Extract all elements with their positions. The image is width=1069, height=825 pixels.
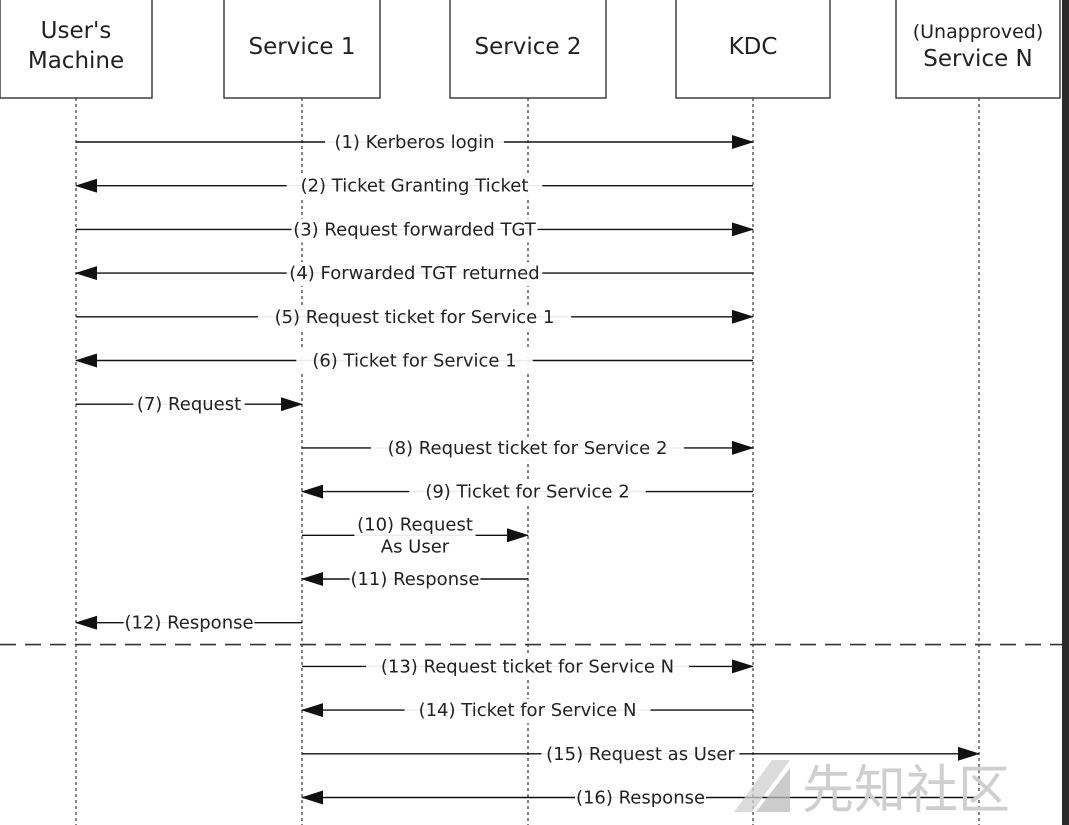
message-label: (3) Request forwarded TGT — [293, 219, 537, 240]
message-7: (7) Request — [76, 393, 303, 418]
participant-label: Service N — [923, 46, 1033, 72]
message-label: (12) Response — [124, 613, 253, 634]
message-14: (14) Ticket for Service N — [301, 699, 753, 724]
message-label: (6) Ticket for Service 1 — [312, 351, 516, 372]
message-label-bg — [286, 174, 543, 199]
message-label: (2) Ticket Granting Ticket — [301, 176, 529, 197]
participant-box — [223, 0, 381, 99]
message-label: (13) Request ticket for Service N — [381, 656, 674, 677]
message-label: (4) Forwarded TGT returned — [289, 263, 539, 284]
watermark-text: 先知社区 — [802, 761, 1010, 821]
message-label: (5) Request ticket for Service 1 — [275, 307, 555, 328]
participant-label: Service 2 — [475, 34, 582, 60]
message-11: (11) Response — [301, 568, 528, 592]
participant-box — [895, 0, 1061, 99]
participant-label: Service 1 — [249, 34, 356, 60]
message-label-bg — [296, 349, 533, 374]
message-label-bg — [133, 393, 245, 418]
participant-kdc: KDC — [675, 0, 831, 99]
message-label-bg — [370, 436, 685, 461]
message-label: (11) Response — [350, 569, 479, 590]
watermark: 先知社区 — [734, 760, 1010, 821]
message-label-bg — [257, 305, 572, 330]
message-13: (13) Request ticket for Service N — [302, 655, 754, 680]
message-16: (16) Response — [301, 786, 979, 811]
participant-box — [449, 0, 607, 99]
participant-service-1: Service 1 — [223, 0, 381, 99]
right-edge-bar — [1062, 0, 1069, 825]
message-2: (2) Ticket Granting Ticket — [75, 174, 753, 199]
participant-box — [675, 0, 831, 99]
participant-label: Machine — [28, 48, 124, 74]
message-label-bg — [349, 568, 481, 592]
participant-label: KDC — [729, 34, 778, 60]
message-label-bg — [404, 699, 651, 724]
message-label: (15) Request as User — [546, 744, 735, 765]
message-8: (8) Request ticket for Service 2 — [302, 436, 754, 461]
message-9: (9) Ticket for Service 2 — [301, 480, 753, 505]
message-label: (14) Ticket for Service N — [419, 700, 637, 721]
participant-box — [0, 0, 153, 99]
participant-label: User's — [41, 18, 112, 44]
message-label-bg — [325, 131, 504, 155]
message-label: (9) Ticket for Service 2 — [425, 482, 629, 503]
message-label: (8) Request ticket for Service 2 — [388, 438, 668, 459]
message-label-bg — [409, 480, 646, 505]
message-label-bg — [575, 786, 706, 811]
messages: (1) Kerberos login (2) Ticket Granting Ti… — [75, 131, 980, 811]
message-label: (16) Response — [576, 788, 705, 809]
message-6: (6) Ticket for Service 1 — [75, 349, 753, 374]
participant-label: (Unapproved) — [913, 21, 1044, 43]
message-1: (1) Kerberos login — [76, 131, 754, 155]
message-3: (3) Request forwarded TGT — [76, 218, 754, 243]
message-label-bg — [354, 513, 476, 560]
message-label: (7) Request — [137, 394, 241, 415]
participant-unapproved-service-n: (Unapproved) Service N — [895, 0, 1061, 99]
message-label: (1) Kerberos login — [334, 132, 494, 153]
participant-service-2: Service 2 — [449, 0, 607, 99]
message-label-bg — [286, 262, 543, 287]
message-label-bg — [541, 742, 740, 767]
message-label-bg — [366, 655, 689, 680]
message-12: (12) Response — [75, 611, 302, 636]
message-5: (5) Request ticket for Service 1 — [76, 305, 754, 330]
watermark-logo-icon — [734, 760, 790, 812]
message-4: (4) Forwarded TGT returned — [75, 262, 753, 287]
message-15: (15) Request as User — [302, 742, 980, 767]
message-label-bg — [291, 218, 538, 243]
message-label-bg — [123, 611, 255, 636]
